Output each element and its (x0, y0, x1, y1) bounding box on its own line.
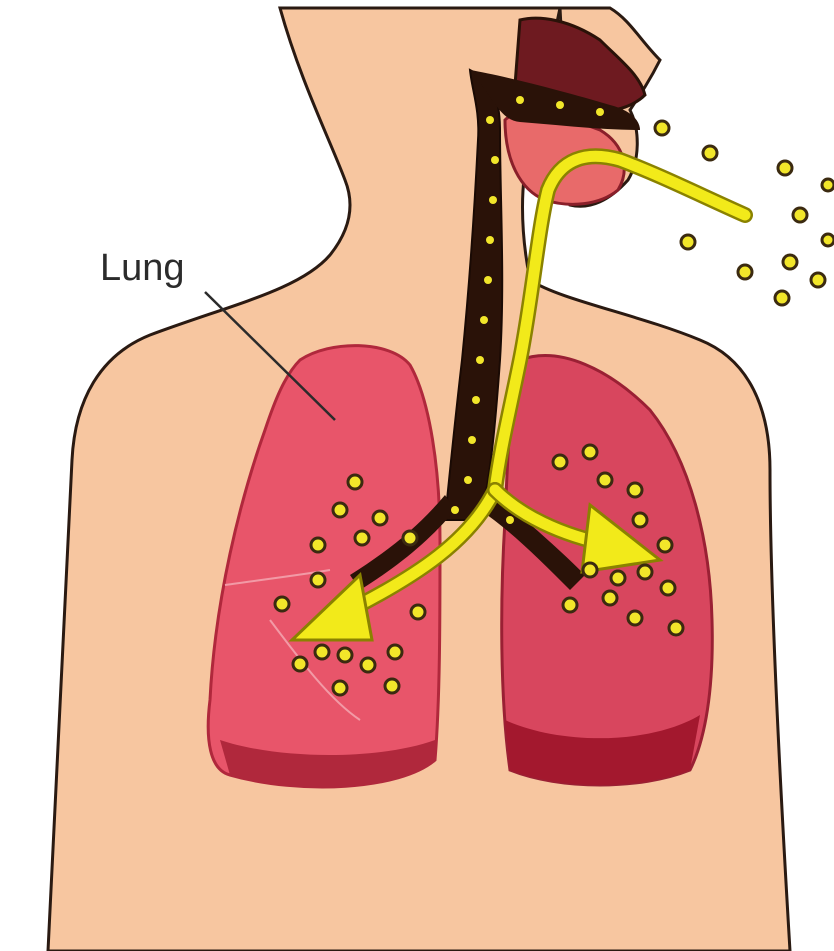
lung-label: Lung (100, 247, 185, 289)
